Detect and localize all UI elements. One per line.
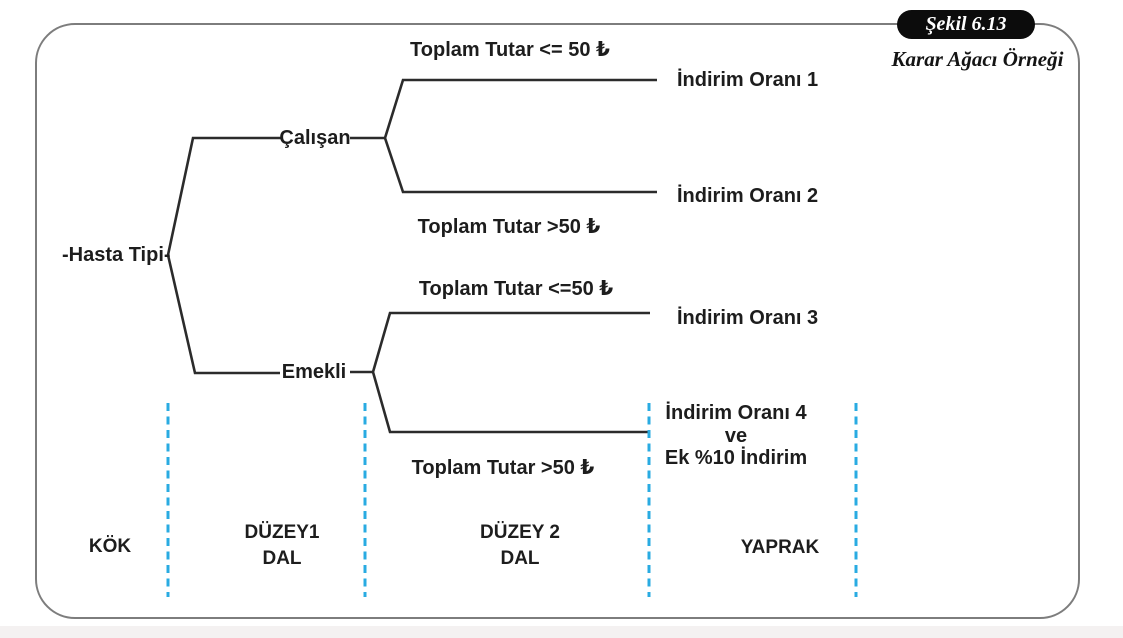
condition-emekli-gt-label: Toplam Tutar >50 ₺ xyxy=(411,457,595,479)
leaf-4-line-2: ve xyxy=(724,424,748,447)
page-bottom-strip xyxy=(0,626,1123,638)
condition-calisan-gt-label: Toplam Tutar >50 ₺ xyxy=(417,216,601,238)
condition-emekli-le-label: Toplam Tutar <=50 ₺ xyxy=(418,278,614,300)
leaf-4-line-3: Ek %10 İndirim xyxy=(664,447,808,469)
figure-caption: Karar Ağacı Örneği xyxy=(891,47,1064,71)
emekli-fork-line xyxy=(371,311,650,434)
node-emekli-label: Emekli xyxy=(281,361,347,383)
zone-duzey1-label: DÜZEY1 DAL xyxy=(245,520,320,572)
zone-duzey2-label: DÜZEY 2 DAL xyxy=(480,520,560,572)
figure-number-badge: Şekil 6.13 xyxy=(897,10,1035,39)
zone-kok-text: KÖK xyxy=(88,536,132,557)
zone-kok-label: KÖK xyxy=(89,534,131,560)
figure-frame xyxy=(35,23,1080,619)
node-calisan-label: Çalışan xyxy=(279,127,351,149)
zone-duzey1-line1: DÜZEY1 xyxy=(244,522,320,543)
leaf-1-label: İndirim Oranı 1 xyxy=(677,69,819,91)
calisan-fork-line xyxy=(383,78,657,194)
zone-yaprak-label: YAPRAK xyxy=(741,535,820,561)
leaf-3-label: İndirim Oranı 3 xyxy=(677,307,819,329)
zone-yaprak-text: YAPRAK xyxy=(740,537,820,558)
leaf-4-line-1: İndirim Oranı 4 xyxy=(665,402,807,424)
root-node-label: -Hasta Tipi- xyxy=(62,244,171,266)
zone-duzey2-line2: DAL xyxy=(500,548,540,569)
root-fork-line xyxy=(166,136,283,375)
condition-calisan-le-label: Toplam Tutar <= 50 ₺ xyxy=(410,39,610,61)
leaf-4-label: İndirim Oranı 4 ve Ek %10 İndirim xyxy=(665,402,807,470)
zone-duzey2-line1: DÜZEY 2 xyxy=(480,522,560,543)
leaf-2-label: İndirim Oranı 2 xyxy=(677,185,819,207)
zone-duzey1-line2: DAL xyxy=(262,548,302,569)
